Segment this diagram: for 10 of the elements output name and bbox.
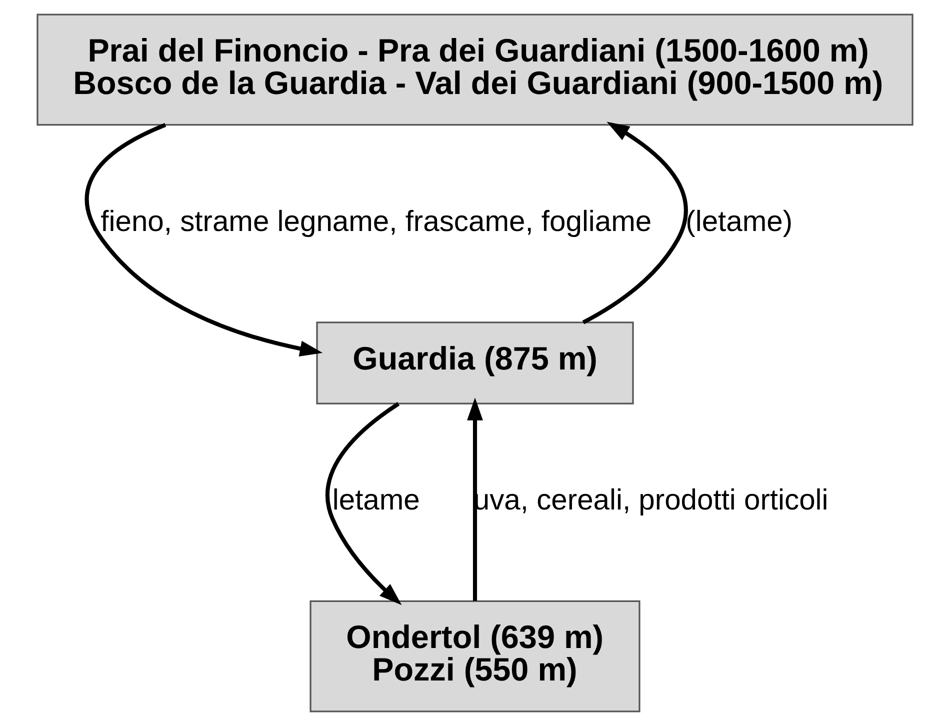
node-box: Prai del Finoncio - Pra dei Guardiani (1500-1600 m) Bosco de la Guardia - Val dei Guardiani (900-1500 m) — [36, 14, 913, 126]
node-box: Guardia (875 m) — [316, 322, 634, 404]
arrow — [582, 122, 688, 324]
node-box: Ondertol (639 m) Pozzi (550 m) — [309, 600, 640, 712]
arrow — [324, 402, 402, 606]
edge-label: letame — [332, 484, 420, 516]
arrow — [84, 123, 322, 356]
edge-label: fieno, strame legname, frascame, fogliame — [100, 206, 652, 238]
edge-label: (letame) — [685, 206, 792, 238]
arrow — [466, 398, 482, 601]
